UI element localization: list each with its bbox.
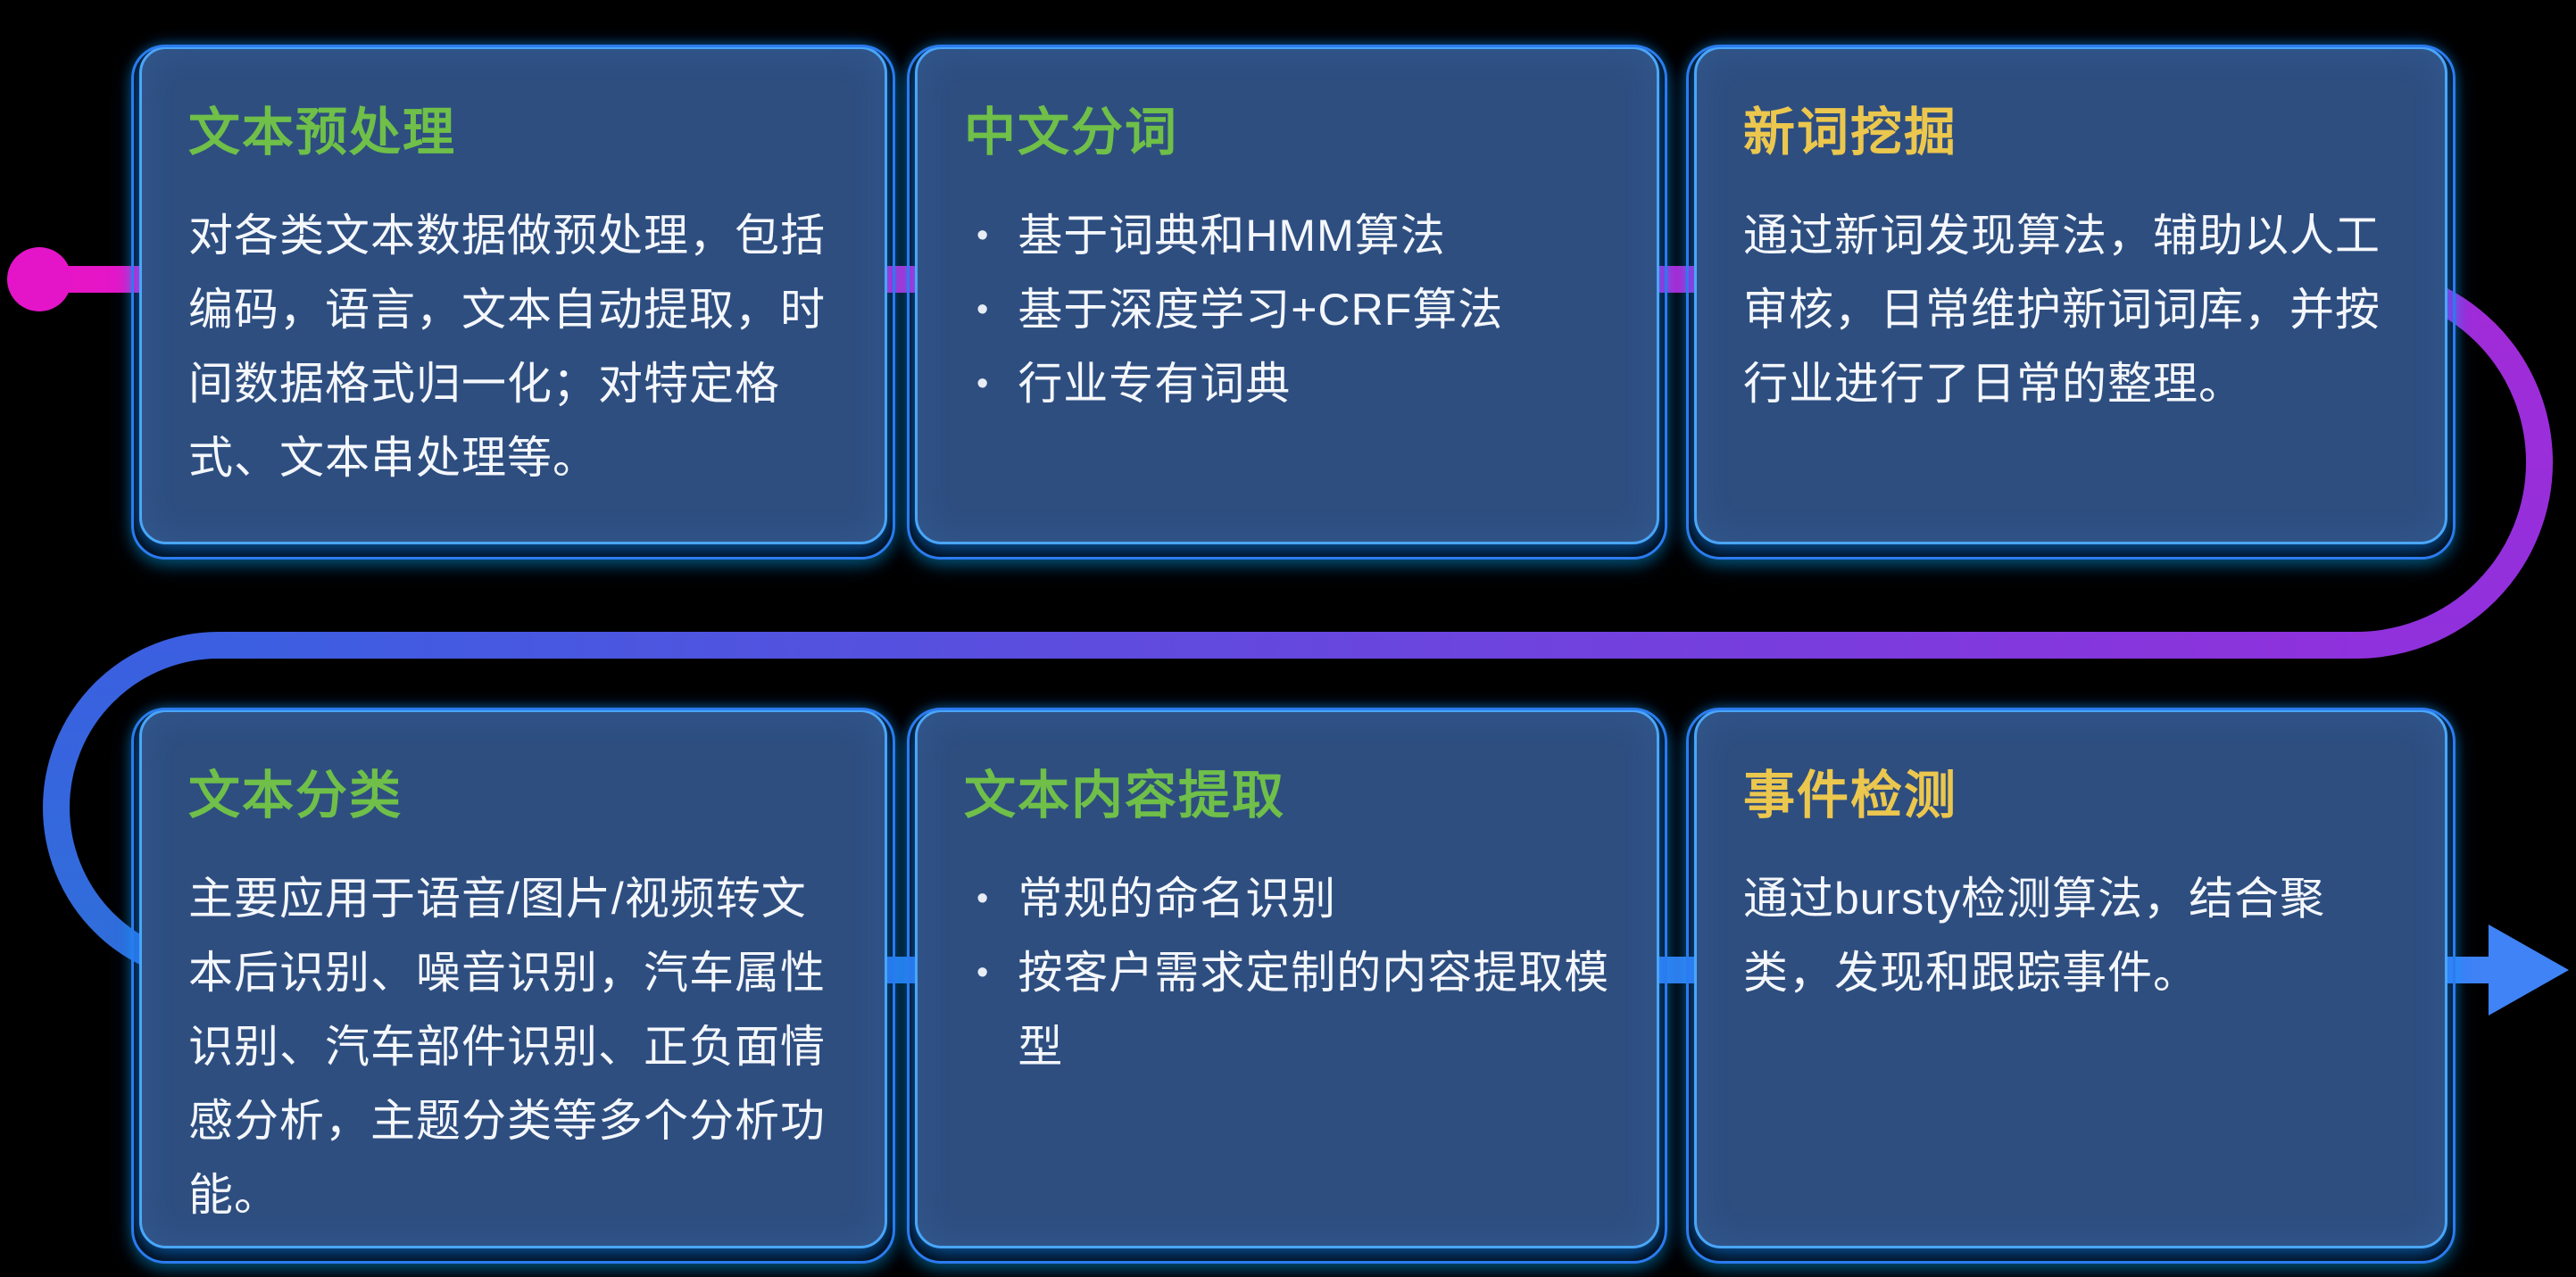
card-title: 文本内容提取 <box>964 767 1286 825</box>
flow-arrow-icon <box>2489 925 2569 1016</box>
list-item: • 基于深度学习+CRF算法 <box>964 273 1610 347</box>
list-item-text: 常规的命名识别 <box>1018 874 1337 924</box>
bullet-icon: • <box>976 880 990 917</box>
card-text-content-extraction: 文本内容提取 • 常规的命名识别 • 按客户需求定制的内容提取模型 <box>907 708 1667 1264</box>
card-title: 文本预处理 <box>188 104 457 162</box>
card-title: 新词挖掘 <box>1743 104 1958 162</box>
list-item: • 基于词典和HMM算法 <box>964 199 1610 273</box>
list-item-text: 按客户需求定制的内容提取模型 <box>1018 948 1610 1072</box>
list-item: • 常规的命名识别 <box>964 862 1610 936</box>
card-new-word-mining: 新词挖掘 通过新词发现算法，辅助以人工审核，日常维护新词词库，并按行业进行了日常… <box>1686 45 2456 560</box>
card-body: 通过新词发现算法，辅助以人工审核，日常维护新词词库，并按行业进行了日常的整理。 <box>1743 211 2381 409</box>
card-event-detection: 事件检测 通过bursty检测算法，结合聚类，发现和跟踪事件。 <box>1686 708 2456 1264</box>
card-title: 事件检测 <box>1743 767 1958 825</box>
card-body: 对各类文本数据做预处理，包括编码，语言，文本自动提取，时间数据格式归一化；对特定… <box>188 211 826 483</box>
bullet-icon: • <box>976 365 990 402</box>
card-body: 通过bursty检测算法，结合聚类，发现和跟踪事件。 <box>1743 874 2326 998</box>
bullet-icon: • <box>976 291 990 328</box>
card-text-preprocessing: 文本预处理 对各类文本数据做预处理，包括编码，语言，文本自动提取，时间数据格式归… <box>131 45 895 560</box>
card-title: 中文分词 <box>964 104 1179 162</box>
card-bullet-list: • 基于词典和HMM算法 • 基于深度学习+CRF算法 • 行业专有词典 <box>964 199 1610 421</box>
card-body: 主要应用于语音/图片/视频转文本后识别、噪音识别，汽车属性识别、汽车部件识别、正… <box>188 874 826 1220</box>
list-item: • 行业专有词典 <box>964 347 1610 421</box>
list-item-text: 基于深度学习+CRF算法 <box>1018 285 1504 335</box>
card-chinese-word-segmentation: 中文分词 • 基于词典和HMM算法 • 基于深度学习+CRF算法 • 行业专有词… <box>907 45 1667 560</box>
list-item-text: 行业专有词典 <box>1018 359 1292 409</box>
card-title: 文本分类 <box>188 767 403 825</box>
bullet-icon: • <box>976 217 990 254</box>
card-text-classification: 文本分类 主要应用于语音/图片/视频转文本后识别、噪音识别，汽车属性识别、汽车部… <box>131 708 895 1264</box>
list-item: • 按客户需求定制的内容提取模型 <box>964 936 1610 1084</box>
card-bullet-list: • 常规的命名识别 • 按客户需求定制的内容提取模型 <box>964 862 1610 1084</box>
list-item-text: 基于词典和HMM算法 <box>1018 211 1446 261</box>
flow-start-dot <box>7 247 71 311</box>
bullet-icon: • <box>976 954 990 991</box>
